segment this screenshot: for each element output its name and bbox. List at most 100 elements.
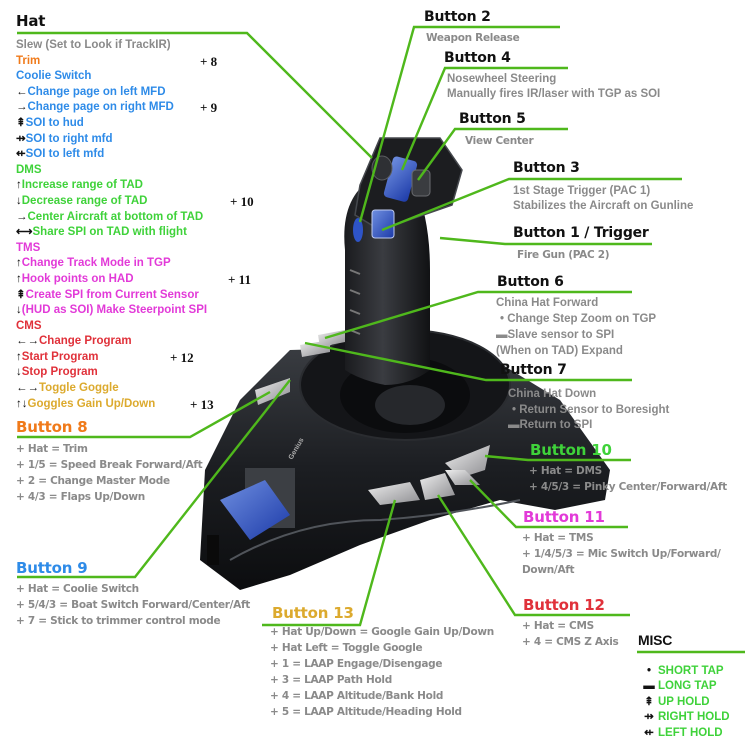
button-1-desc: Fire Gun (PAC 2) [517, 249, 610, 261]
button-11-line-1: + Hat = TMS [522, 532, 594, 544]
modifier-label [190, 225, 254, 241]
modifier-label [190, 303, 254, 319]
arrow-icon: ↑ [16, 272, 22, 285]
hat-line: ⇷SOI to left mfd [16, 147, 207, 163]
hat-line: DMS [16, 163, 207, 179]
joystick-stick [344, 137, 463, 385]
button-4-desc-2: Manually fires IR/laser with TGP as SOI [447, 88, 661, 100]
button-6-desc-4: (When on TAD) Expand [496, 345, 623, 357]
misc-symbol-icon: ⇸ [644, 711, 654, 724]
arrow-icon: ← [16, 85, 28, 98]
button-7-desc-2: • Return Sensor to Boresight [512, 404, 670, 416]
modifier-label: + 11 [228, 271, 251, 287]
button-9-line-2: + 5/4/3 = Boat Switch Forward/Center/Aft [16, 599, 250, 611]
hat-line-text: Center Aircraft at bottom of TAD [27, 210, 204, 223]
hat-line: Trim [16, 54, 207, 70]
hat-line: ⟷Share SPI on TAD with flight [16, 225, 207, 241]
misc-item: ⇷LEFT HOLD [640, 726, 730, 741]
modifier-label [190, 241, 254, 257]
button-12-shape [420, 473, 455, 500]
button-4-title: Button 4 [444, 50, 511, 66]
button-4-desc-1: Nosewheel Steering [447, 73, 557, 85]
hat-line-text: Coolie Switch [16, 70, 92, 83]
button-12-title: Button 12 [523, 596, 605, 614]
button-13-line-6: + 5 = LAAP Altitude/Heading Hold [270, 706, 462, 718]
button-6-desc-3: ▬Slave sensor to SPI [496, 329, 615, 341]
hat-line: ←Change page on left MFD [16, 85, 207, 101]
modifier-label: + 8 [200, 53, 218, 69]
modifier-label: + 9 [200, 100, 218, 116]
button-1-title: Button 1 / Trigger [513, 225, 649, 241]
hat-line: ↑Hook points on HAD [16, 272, 207, 288]
misc-symbol-icon: • [646, 665, 652, 677]
button-7-desc-3: ▬Return to SPI [508, 419, 593, 431]
leader-lines [17, 25, 745, 654]
misc-label: RIGHT HOLD [658, 711, 730, 724]
leader-button-11 [469, 479, 628, 529]
hat-line-text: Hook points on HAD [21, 272, 134, 285]
leader-button-7 [304, 341, 632, 382]
hat-line: ↓Decrease range of TAD [16, 194, 207, 210]
arrow-icon: ⇞ [16, 288, 26, 301]
button-13-shape [368, 482, 420, 505]
modifier-label [190, 178, 254, 194]
button-2-title: Button 2 [424, 9, 491, 25]
leader-button-1 [439, 236, 652, 246]
hat-line-text: Slew (Set to Look if TrackIR) [16, 39, 171, 51]
button-5-title: Button 5 [459, 111, 526, 127]
modifier-label: + 13 [190, 396, 214, 412]
misc-legend: • SHORT TAP▬LONG TAP ⇞UP HOLD⇸ RIGHT HOLD ⇷L… [640, 664, 730, 741]
hat-line: Coolie Switch [16, 69, 207, 85]
arrow-icon: → [16, 210, 28, 223]
hat-line-text: Create SPI from Current Sensor [25, 288, 199, 301]
button-2-desc: Weapon Release [426, 32, 520, 44]
arrow-icon: ↑ [16, 350, 22, 363]
button-8-title: Button 8 [16, 418, 88, 436]
button-10-title: Button 10 [530, 441, 612, 459]
button-9-line-1: + Hat = Coolie Switch [16, 583, 139, 595]
misc-label: UP HOLD [658, 695, 710, 708]
hat-line-text: Change Track Mode in TGP [21, 257, 171, 270]
hat-line: ↑Start Program [16, 350, 207, 366]
leader-button-2 [358, 25, 560, 223]
hat-line-text: Trim [16, 54, 41, 67]
arrow-icon: → [16, 101, 28, 114]
hat-plus-column: + 8+ 9+ 10+ 11+ 12+ 13 [170, 38, 254, 412]
modifier-label [190, 116, 254, 132]
hat-line: TMS [16, 241, 207, 257]
hat-line: ↑Change Track Mode in TGP [16, 256, 207, 272]
button-9-line-3: + 7 = Stick to trimmer control mode [16, 615, 221, 627]
hat-line: ↑Increase range of TAD [16, 178, 207, 194]
hat-line-text: DMS [16, 163, 42, 176]
modifier-label [190, 85, 254, 101]
misc-item: ⇞UP HOLD [640, 695, 730, 710]
hat-line-text: Toggle Goggle [39, 382, 119, 395]
hat-line: ↑↓Goggles Gain Up/Down [16, 397, 207, 413]
hat-line-text: Change page on left MFD [27, 85, 166, 98]
arrow-icon: ↑ [16, 257, 22, 270]
hat-line-text: SOI to right mfd [25, 132, 113, 145]
misc-symbol-icon: ▬ [643, 680, 655, 693]
button-13-line-5: + 4 = LAAP Altitude/Bank Hold [270, 690, 444, 702]
button-7-title: Button 7 [500, 362, 567, 378]
leader-button-10 [484, 454, 631, 462]
modifier-label [190, 38, 254, 54]
arrow-icon: ←→ [16, 382, 39, 395]
hat-line: ↓(HUD as SOI) Make Steerpoint SPI [16, 303, 207, 319]
modifier-label [190, 132, 254, 148]
modifier-label [190, 381, 254, 397]
modifier-label: + 10 [230, 193, 254, 209]
button-10-line-1: + Hat = DMS [529, 465, 602, 477]
button-8-shape [255, 378, 290, 405]
arrow-icon: ⟷ [16, 226, 33, 239]
arrow-icon: ↓ [16, 366, 22, 379]
hat-line-text: Start Program [21, 350, 99, 363]
misc-symbol-icon: ⇷ [644, 726, 654, 739]
hat-line-text: Goggles Gain Up/Down [27, 397, 156, 410]
hat-line: Slew (Set to Look if TrackIR) [16, 38, 207, 54]
misc-label: LONG TAP [658, 680, 717, 693]
leader-button-13 [262, 499, 397, 627]
modifier-label [190, 210, 254, 226]
button-13-line-3: + 1 = LAAP Engage/Disengage [270, 658, 443, 670]
misc-label: SHORT TAP [658, 665, 724, 677]
